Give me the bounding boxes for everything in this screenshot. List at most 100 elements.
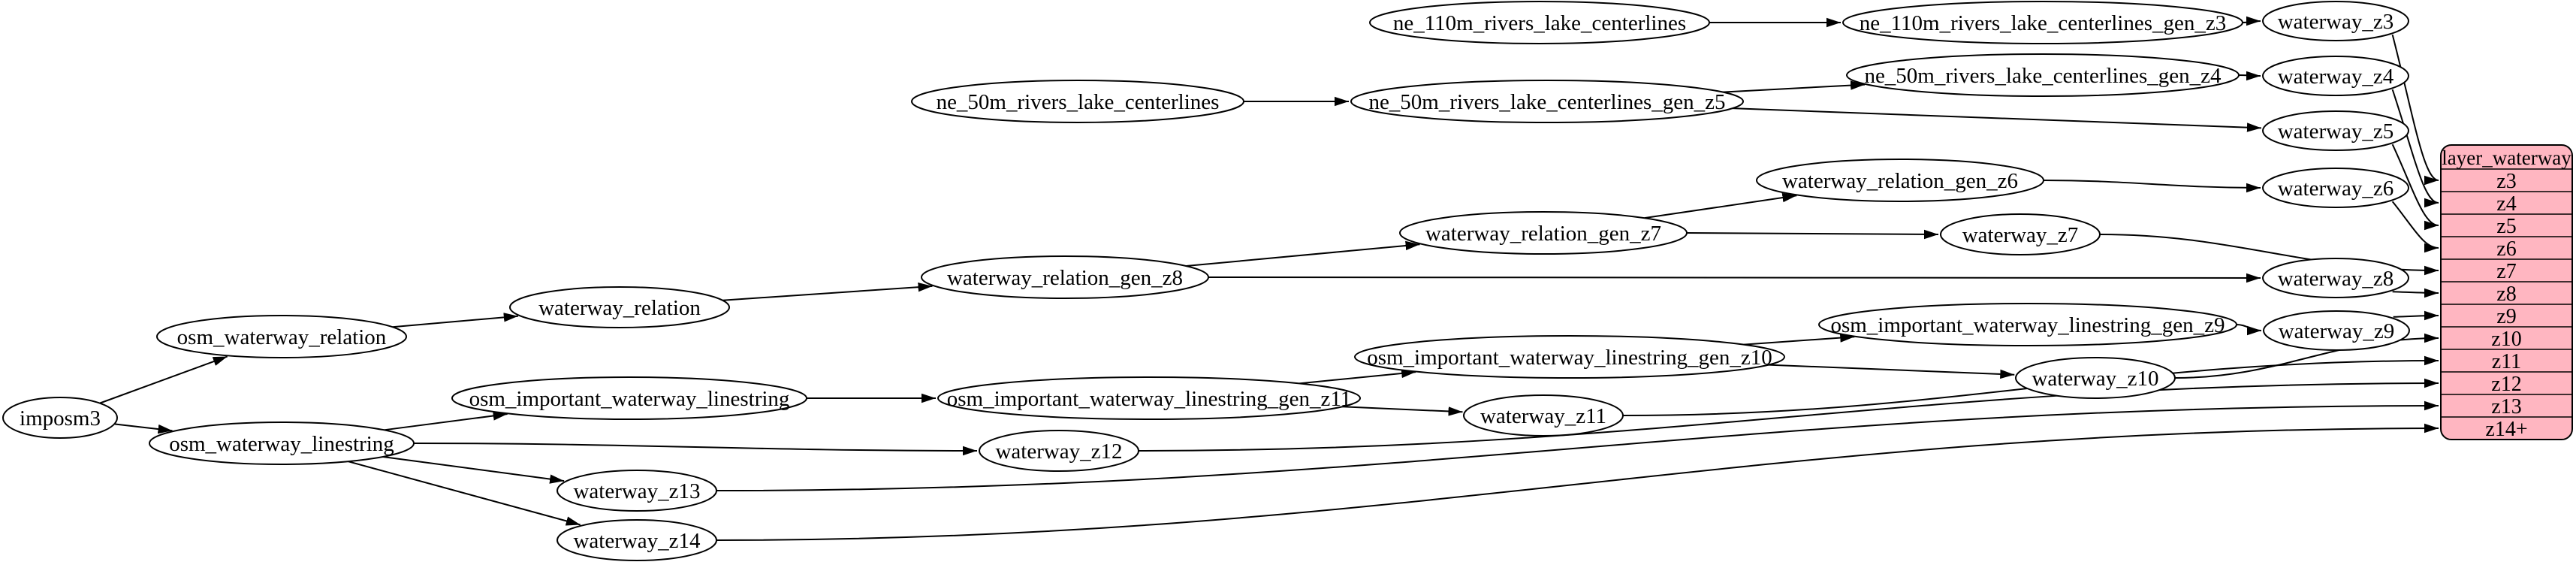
- node-waterway_z12-shape: [979, 430, 1139, 472]
- node-waterway_z6-label: waterway_z6: [2278, 177, 2394, 201]
- edge-waterway_relation_gen_z6-to-waterway_z6: [2043, 180, 2261, 193]
- node-waterway_z8-label: waterway_z8: [2278, 267, 2394, 291]
- node-waterway_relation-shape: [509, 286, 730, 328]
- node-ne_110m_rivers_lake_centerlines: ne_110m_rivers_lake_centerlines: [1369, 1, 1710, 44]
- table-row-z11: z11: [2492, 350, 2521, 373]
- node-ne_50m_rivers_lake_centerlines_gen_z4: ne_50m_rivers_lake_centerlines_gen_z4: [1846, 53, 2240, 97]
- table-row-z12: z12: [2491, 373, 2521, 396]
- edge-osm_waterway_linestring-to-waterway_z13: [382, 455, 565, 484]
- table-row-z9: z9: [2496, 305, 2516, 328]
- node-waterway_z13-label: waterway_z13: [573, 479, 700, 503]
- node-waterway_relation-label: waterway_relation: [538, 296, 701, 320]
- node-ne_110m_rivers_lake_centerlines-label: ne_110m_rivers_lake_centerlines: [1393, 11, 1686, 35]
- node-waterway_z13-shape: [557, 470, 717, 512]
- edge-waterway_relation-to-waterway_relation_gen_z8: [722, 282, 933, 301]
- node-osm_important_waterway_linestring-shape: [451, 376, 807, 420]
- node-waterway_relation_gen_z6: waterway_relation_gen_z6: [1756, 159, 2044, 202]
- edge-ne_50m_rivers_lake_centerlines_gen_z4-to-waterway_z4: [2238, 71, 2261, 81]
- edge-waterway_z13-to-layer_waterway-z13: [716, 400, 2439, 491]
- edge-osm_important_waterway_linestring_gen_z11-to-waterway_z11: [1342, 406, 1463, 416]
- node-ne_50m_rivers_lake_centerlines_gen_z5-label: ne_50m_rivers_lake_centerlines_gen_z5: [1368, 90, 1725, 114]
- table-layer: layer_waterwayz3z4z5z6z7z8z9z10z11z12z13…: [2440, 144, 2573, 441]
- edge-waterway_z8-to-layer_waterway-z8: [2392, 288, 2439, 298]
- table-row-z13: z13: [2491, 395, 2521, 418]
- node-ne_50m_rivers_lake_centerlines_gen_z5-shape: [1350, 80, 1744, 123]
- node-ne_50m_rivers_lake_centerlines-label: ne_50m_rivers_lake_centerlines: [937, 90, 1220, 114]
- edge-imposm3-to-osm_waterway_relation: [99, 355, 228, 404]
- table-row-z5: z5: [2496, 215, 2516, 238]
- node-osm_waterway_linestring: osm_waterway_linestring: [149, 421, 415, 465]
- node-ne_110m_rivers_lake_centerlines-shape: [1369, 1, 1710, 44]
- node-waterway_z11-shape: [1463, 394, 1624, 437]
- node-waterway_z9-label: waterway_z9: [2279, 319, 2395, 343]
- node-waterway_relation_gen_z8: waterway_relation_gen_z8: [921, 255, 1209, 299]
- edge-osm_waterway_linestring-to-osm_important_waterway_linestring: [384, 411, 508, 431]
- edge-osm_important_waterway_linestring_gen_z10-to-waterway_z10: [1768, 364, 2015, 379]
- node-waterway_z7-shape: [1940, 213, 2101, 255]
- node-waterway_relation_gen_z7: waterway_relation_gen_z7: [1399, 211, 1688, 255]
- table-row-z10: z10: [2491, 328, 2521, 351]
- node-waterway_relation_gen_z8-shape: [921, 255, 1209, 299]
- table-row-z4: z4: [2496, 192, 2516, 216]
- edge-osm_waterway_relation-to-waterway_relation: [392, 313, 518, 328]
- edge-waterway_z6-to-layer_waterway-z6: [2391, 201, 2439, 253]
- node-waterway_z6: waterway_z6: [2262, 168, 2409, 208]
- edge-ne_50m_rivers_lake_centerlines_gen_z5-to-ne_50m_rivers_lake_centerlines_gen_z4: [1722, 80, 1866, 93]
- edge-waterway_z9-to-layer_waterway-z9: [2393, 310, 2439, 321]
- edge-waterway_z14-to-layer_waterway-z14+: [716, 423, 2439, 541]
- node-waterway_z13: waterway_z13: [557, 470, 717, 512]
- node-waterway_z12-label: waterway_z12: [995, 440, 1122, 464]
- edge-osm_waterway_linestring-to-waterway_z12: [413, 443, 978, 456]
- node-osm_waterway_linestring-label: osm_waterway_linestring: [169, 432, 394, 456]
- node-osm_waterway_relation-shape: [156, 315, 407, 358]
- node-ne_110m_rivers_lake_centerlines_gen_z3-shape: [1842, 1, 2243, 44]
- edge-osm_important_waterway_linestring_gen_z9-to-waterway_z9: [2236, 324, 2262, 336]
- node-waterway_relation_gen_z6-shape: [1756, 159, 2044, 202]
- node-imposm3: imposm3: [2, 397, 118, 439]
- node-waterway_z10-label: waterway_z10: [2032, 367, 2158, 391]
- node-waterway_z8-shape: [2262, 258, 2409, 298]
- table-row-z8: z8: [2496, 282, 2516, 306]
- edge-ne_110m_rivers_lake_centerlines_gen_z3-to-waterway_z3: [2242, 16, 2261, 26]
- edge-osm_important_waterway_linestring_gen_z11-to-osm_important_waterway_linestring_gen_z10: [1299, 368, 1416, 385]
- node-waterway_z10: waterway_z10: [2015, 357, 2176, 399]
- node-osm_important_waterway_linestring_gen_z11-shape: [937, 376, 1361, 420]
- edge-osm_important_waterway_linestring_gen_z10-to-osm_important_waterway_linestring_gen_z9: [1744, 333, 1855, 346]
- edge-waterway_relation_gen_z8-to-waterway_relation_gen_z7: [1186, 240, 1420, 267]
- node-osm_important_waterway_linestring_gen_z11-label: osm_important_waterway_linestring_gen_z1…: [947, 387, 1352, 411]
- edge-waterway_z12-to-layer_waterway-z12: [1138, 378, 2439, 452]
- node-waterway_z3-label: waterway_z3: [2278, 10, 2394, 34]
- node-osm_important_waterway_linestring-label: osm_important_waterway_linestring: [469, 387, 790, 411]
- table-row-z6: z6: [2496, 237, 2516, 261]
- edge-waterway_relation_gen_z8-to-waterway_z8: [1208, 273, 2261, 283]
- edges-layer: [99, 16, 2439, 541]
- node-waterway_z7: waterway_z7: [1940, 213, 2101, 255]
- node-osm_important_waterway_linestring_gen_z9: osm_important_waterway_linestring_gen_z9: [1818, 303, 2237, 346]
- node-osm_important_waterway_linestring_gen_z10-label: osm_important_waterway_linestring_gen_z1…: [1367, 346, 1772, 370]
- node-waterway_z8: waterway_z8: [2262, 258, 2409, 298]
- node-osm_important_waterway_linestring_gen_z11: osm_important_waterway_linestring_gen_z1…: [937, 376, 1361, 420]
- edge-imposm3-to-osm_waterway_linestring: [114, 423, 173, 434]
- layer-waterway-table-title: layer_waterway: [2442, 147, 2571, 169]
- table-row-z7: z7: [2496, 260, 2516, 283]
- node-waterway_z4-label: waterway_z4: [2278, 65, 2394, 89]
- table-row-z3: z3: [2496, 170, 2516, 193]
- edge-waterway_z5-to-layer_waterway-z5: [2391, 144, 2439, 231]
- node-ne_110m_rivers_lake_centerlines_gen_z3-label: ne_110m_rivers_lake_centerlines_gen_z3: [1860, 11, 2227, 35]
- table-row-z14+: z14+: [2485, 418, 2527, 441]
- node-waterway_z14: waterway_z14: [557, 519, 717, 561]
- node-waterway_z5-shape: [2262, 110, 2409, 151]
- node-imposm3-shape: [2, 397, 118, 439]
- node-ne_50m_rivers_lake_centerlines: ne_50m_rivers_lake_centerlines: [911, 80, 1244, 123]
- node-waterway_z14-label: waterway_z14: [573, 529, 701, 553]
- node-waterway_z7-label: waterway_z7: [1962, 223, 2079, 247]
- node-osm_waterway_relation: osm_waterway_relation: [156, 315, 407, 358]
- node-waterway_z5-label: waterway_z5: [2278, 119, 2394, 144]
- node-ne_50m_rivers_lake_centerlines-shape: [911, 80, 1244, 123]
- node-osm_important_waterway_linestring_gen_z10-shape: [1354, 335, 1785, 379]
- node-waterway_z14-shape: [557, 519, 717, 561]
- edge-waterway_relation_gen_z7-to-waterway_z7: [1686, 229, 1939, 240]
- node-waterway_relation_gen_z8-label: waterway_relation_gen_z8: [947, 266, 1183, 290]
- node-waterway_relation_gen_z7-label: waterway_relation_gen_z7: [1425, 222, 1661, 246]
